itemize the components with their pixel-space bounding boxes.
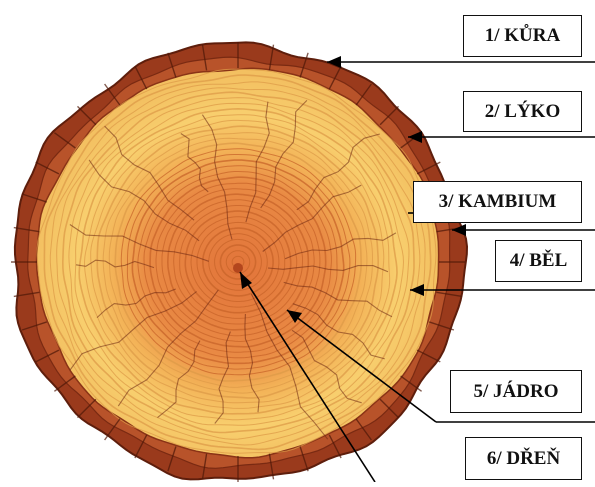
label-bel: 4/ BĚL [495, 240, 582, 282]
label-kambium: 3/ KAMBIUM [413, 181, 582, 223]
label-dren: 6/ DŘEŇ [465, 437, 582, 480]
label-kura: 1/ KŮRA [463, 15, 582, 57]
pith-center [233, 263, 243, 273]
label-lyko: 2/ LÝKO [463, 91, 582, 132]
label-jadro: 5/ JÁDRO [450, 370, 582, 413]
